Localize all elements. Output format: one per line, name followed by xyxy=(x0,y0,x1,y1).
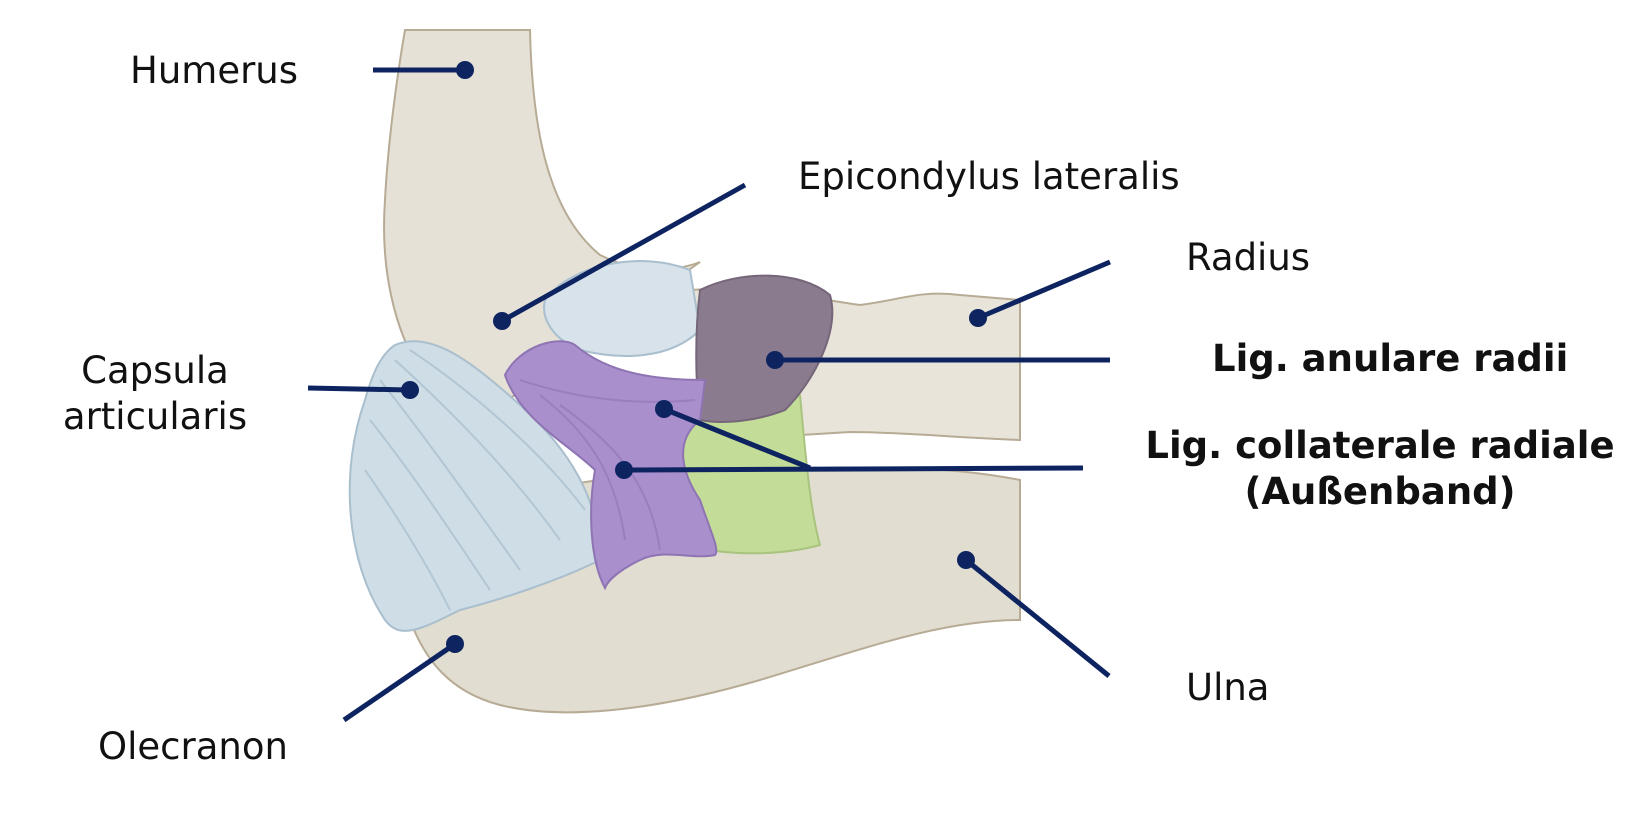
capsula-point xyxy=(401,381,419,399)
label-capsula-articularis: Capsula articularis xyxy=(55,348,255,440)
label-epicondylus-lateralis: Epicondylus lateralis xyxy=(798,155,1180,198)
label-collaterale-line2: (Außenband) xyxy=(1244,470,1516,513)
collaterale-point-lower xyxy=(615,461,633,479)
humerus-point xyxy=(456,61,474,79)
capsula-fibres xyxy=(364,349,586,611)
label-olecranon: Olecranon xyxy=(98,725,288,768)
ulna-leader xyxy=(964,558,1111,678)
label-lig-anulare-radii: Lig. anulare radii xyxy=(1212,337,1569,380)
epicondylus-leader xyxy=(500,182,747,324)
olecranon-leader xyxy=(342,641,457,723)
ulna-point xyxy=(957,551,975,569)
label-humerus: Humerus xyxy=(130,49,299,92)
collaterale-leader-upper xyxy=(663,406,811,471)
label-lig-collaterale-radiale: Lig. collaterale radiale (Außenband) xyxy=(1140,423,1620,515)
label-radius: Radius xyxy=(1186,236,1311,279)
collaterale-point-upper xyxy=(655,400,673,418)
label-ulna: Ulna xyxy=(1186,666,1270,709)
label-capsula-line1: Capsula xyxy=(81,349,229,392)
capsula-shape xyxy=(348,340,602,632)
label-capsula-line2: articularis xyxy=(62,395,248,438)
olecranon-point xyxy=(446,635,464,653)
capsula-leader xyxy=(307,385,411,393)
radius-leader xyxy=(977,259,1111,321)
annular-ligament xyxy=(695,274,834,423)
radius-point xyxy=(969,309,987,327)
collaterale-leader-lower xyxy=(623,465,1084,473)
epicondylus-point xyxy=(493,312,511,330)
label-collaterale-line1: Lig. collaterale radiale xyxy=(1145,424,1615,467)
anulare-point xyxy=(766,351,784,369)
